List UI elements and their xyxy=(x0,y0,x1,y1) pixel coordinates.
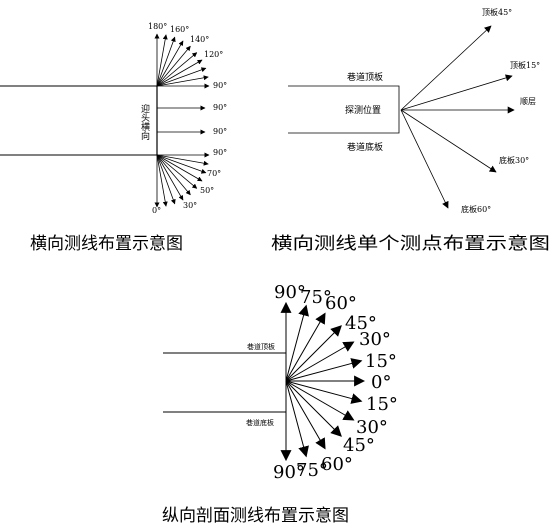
middle-label-3: 90° xyxy=(213,148,227,157)
angle-label-90-top: 90° xyxy=(213,81,227,90)
diagram-single-point: 巷道顶板 探测位置 巷道底板 顶板45° 顶板15° 顺层 底板30° 底板60… xyxy=(271,7,550,254)
lower-fan xyxy=(154,152,210,208)
diagram-longitudinal-profile: 巷道顶板 巷道底板 90° 75° 60° 45° 30° 15° 0° 15°… xyxy=(162,282,398,526)
angle-label-up-45: 45° xyxy=(345,313,377,334)
profile-ray xyxy=(285,341,355,382)
tunnel-outline xyxy=(288,85,400,134)
lower-fan-ray xyxy=(156,154,184,201)
upper-fan-ray xyxy=(156,52,198,87)
face-label: 迎头横向 xyxy=(139,103,150,140)
angle-label-30: 30° xyxy=(183,201,197,210)
angle-label-up-60: 60° xyxy=(325,293,357,314)
caption-2: 横向测线单个测点布置示意图 xyxy=(271,234,550,254)
ray-label-floor-60: 底板60° xyxy=(461,204,491,214)
angle-label-50: 50° xyxy=(200,186,214,195)
ray-label-bedding: 顺层 xyxy=(520,97,536,106)
profile-ray xyxy=(285,380,355,421)
upper-fan-ray xyxy=(156,34,168,87)
roof-label: 巷道顶板 xyxy=(347,71,383,83)
angle-label-down-30: 30° xyxy=(356,417,388,438)
angle-label-70: 70° xyxy=(207,169,221,178)
angle-label-up-15: 15° xyxy=(365,351,397,372)
angle-label-up-90: 90° xyxy=(274,282,306,303)
angle-label-160: 160° xyxy=(170,25,189,34)
lower-fan-ray xyxy=(156,154,191,196)
lower-fan-ray xyxy=(156,154,176,205)
ray-roof-15 xyxy=(400,74,513,111)
angle-label-0: 0° xyxy=(371,372,391,393)
upper-fan xyxy=(154,33,210,89)
angle-label-0: 0° xyxy=(152,206,161,215)
ray-label-floor-30: 底板30° xyxy=(499,155,529,165)
lower-fan-labels: 70° 50° 30° 0° xyxy=(152,169,221,215)
lower-fan-ray xyxy=(156,154,168,207)
angle-label-180: 180° xyxy=(148,22,167,31)
caption-3: 纵向剖面测线布置示意图 xyxy=(162,506,349,526)
diagram-horizontal-survey-lines: 迎头横向 180° 160° 140° 120° 90° 90° 90° 90°… xyxy=(0,22,227,254)
upper-fan-ray xyxy=(156,40,184,87)
angle-label-up-75: 75° xyxy=(300,287,332,308)
profile-ray xyxy=(285,380,326,450)
angle-label-up-30: 30° xyxy=(359,329,391,350)
profile-ray xyxy=(285,380,309,458)
angle-label-120: 120° xyxy=(204,50,223,59)
angle-label-down-45: 45° xyxy=(343,435,375,456)
angle-label-down-90: 90° xyxy=(273,462,305,483)
ray-label-roof-45: 顶板45° xyxy=(482,7,512,17)
profile-fan xyxy=(280,301,366,462)
floor-label: 巷道底板 xyxy=(246,418,274,427)
angle-label-140: 140° xyxy=(190,35,209,44)
lower-fan-ray xyxy=(156,154,207,174)
upper-fan-ray xyxy=(156,75,209,87)
lower-fan-ray xyxy=(156,154,198,189)
profile-ray xyxy=(285,325,342,382)
profile-ray xyxy=(285,312,326,382)
angle-label-down-15: 15° xyxy=(366,394,398,415)
upper-angle-labels: 90° 75° 60° 45° 30° 15° 0° xyxy=(274,282,397,393)
upper-fan-ray xyxy=(156,36,176,87)
ray-floor-60 xyxy=(400,109,449,209)
angle-label-down-60: 60° xyxy=(321,454,353,475)
profile-ray xyxy=(285,304,309,382)
angle-label-down-75: 75° xyxy=(296,460,328,481)
lower-angle-labels: 15° 30° 45° 60° 75° 90° xyxy=(273,394,398,483)
ray-roof-45 xyxy=(400,25,492,111)
detection-rays xyxy=(400,25,515,209)
upper-fan-ray xyxy=(156,45,191,87)
caption-1: 横向测线布置示意图 xyxy=(30,234,183,254)
floor-label: 巷道底板 xyxy=(347,141,383,153)
profile-ray xyxy=(285,380,363,404)
upper-fan-ray xyxy=(156,67,207,87)
middle-label-2: 90° xyxy=(213,127,227,136)
upper-fan-labels: 180° 160° 140° 120° 90° xyxy=(148,22,227,90)
lower-fan-ray xyxy=(156,154,209,166)
ray-floor-30 xyxy=(400,109,497,173)
point-label: 探测位置 xyxy=(345,104,381,116)
roof-label: 巷道顶板 xyxy=(247,342,275,351)
upper-fan-ray xyxy=(156,59,203,87)
lower-fan-ray xyxy=(156,154,203,182)
profile-ray xyxy=(285,380,342,437)
ray-label-roof-15: 顶板15° xyxy=(510,60,540,70)
middle-label-1: 90° xyxy=(213,103,227,112)
profile-ray xyxy=(285,358,363,382)
